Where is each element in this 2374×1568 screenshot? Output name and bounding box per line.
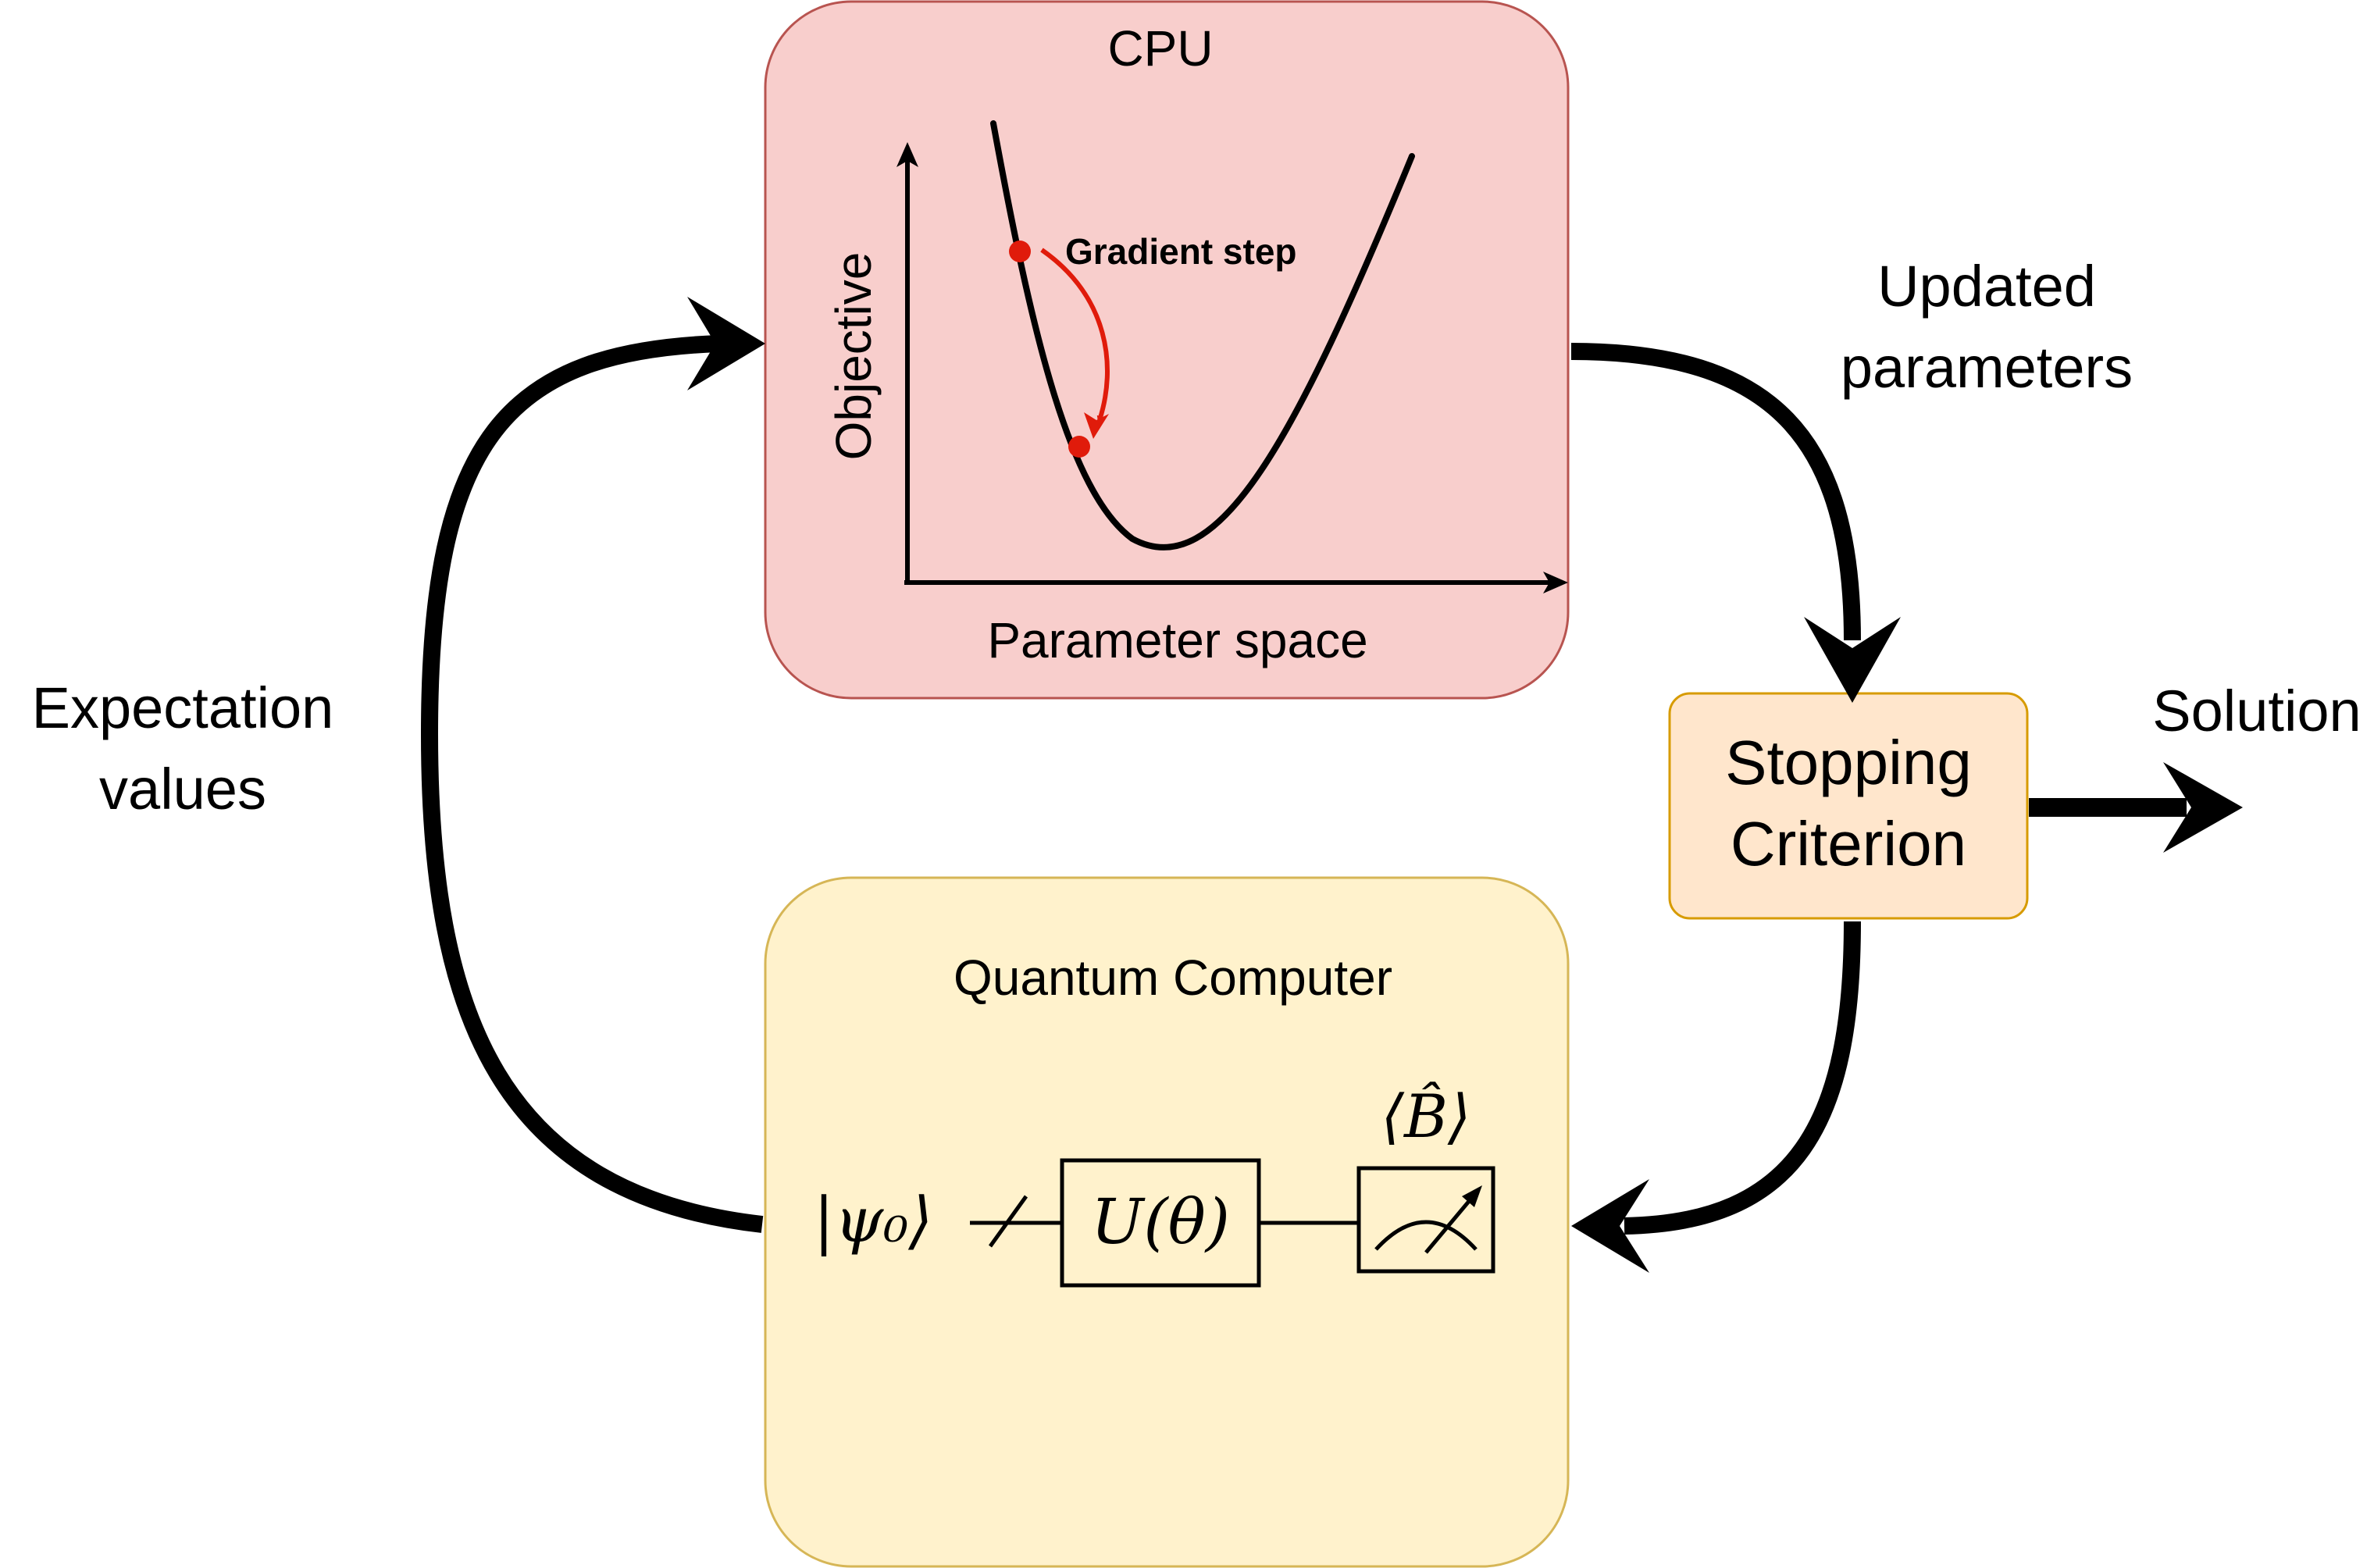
expectation-values-arrowhead [687, 297, 765, 390]
quantum-circuit: |ψ₀⟩ U(θ) ⟨B̂⟩ [814, 1082, 1495, 1288]
objective-plot: Objective Parameter space Gradient step [825, 120, 1568, 668]
y-axis-arrowhead [896, 142, 918, 167]
parameters-to-quantum-arrow [1624, 921, 1861, 1235]
gradient-start-point [1009, 241, 1031, 262]
stopping-criterion-line2: Criterion [1731, 809, 1966, 878]
solution-label: Solution [2152, 679, 2361, 743]
gradient-step-label: Gradient step [1065, 231, 1297, 272]
expectation-values-arrow [420, 335, 764, 1233]
initial-state-label: |ψ₀⟩ [814, 1184, 933, 1256]
stopping-criterion-line1: Stopping [1725, 728, 1972, 797]
x-axis-label: Parameter space [987, 612, 1367, 668]
cpu-title: CPU [1107, 20, 1213, 77]
multi-qubit-slash [988, 1195, 1028, 1248]
y-axis-label: Objective [825, 252, 882, 461]
updated-parameters-label-line1: Updated [1877, 254, 2096, 319]
updated-parameters-label-line2: parameters [1841, 335, 2133, 400]
measurement-box [1356, 1166, 1495, 1274]
gradient-step-arrow [1040, 248, 1110, 424]
expectation-values-label-line2: values [99, 757, 266, 821]
quantum-computer-box [764, 876, 1570, 1568]
objective-curve [990, 120, 1415, 551]
x-axis-arrowhead [1543, 572, 1568, 593]
gradient-end-point [1068, 436, 1090, 458]
expectation-values-label-line1: Expectation [32, 675, 334, 740]
gradient-step-arrowhead [1084, 412, 1109, 439]
observable-label: ⟨B̂⟩ [1381, 1082, 1470, 1151]
cpu-box [764, 0, 1570, 700]
updated-parameters-arrowhead [1804, 617, 1901, 703]
solution-arrowhead [2163, 762, 2243, 853]
unitary-gate-label: U(θ) [1091, 1185, 1230, 1258]
updated-parameters-arrow [1570, 343, 1861, 641]
measurement-meter-icon [1374, 1185, 1482, 1254]
parameters-to-quantum-arrowhead [1571, 1179, 1649, 1273]
quantum-computer-title: Quantum Computer [954, 950, 1392, 1006]
